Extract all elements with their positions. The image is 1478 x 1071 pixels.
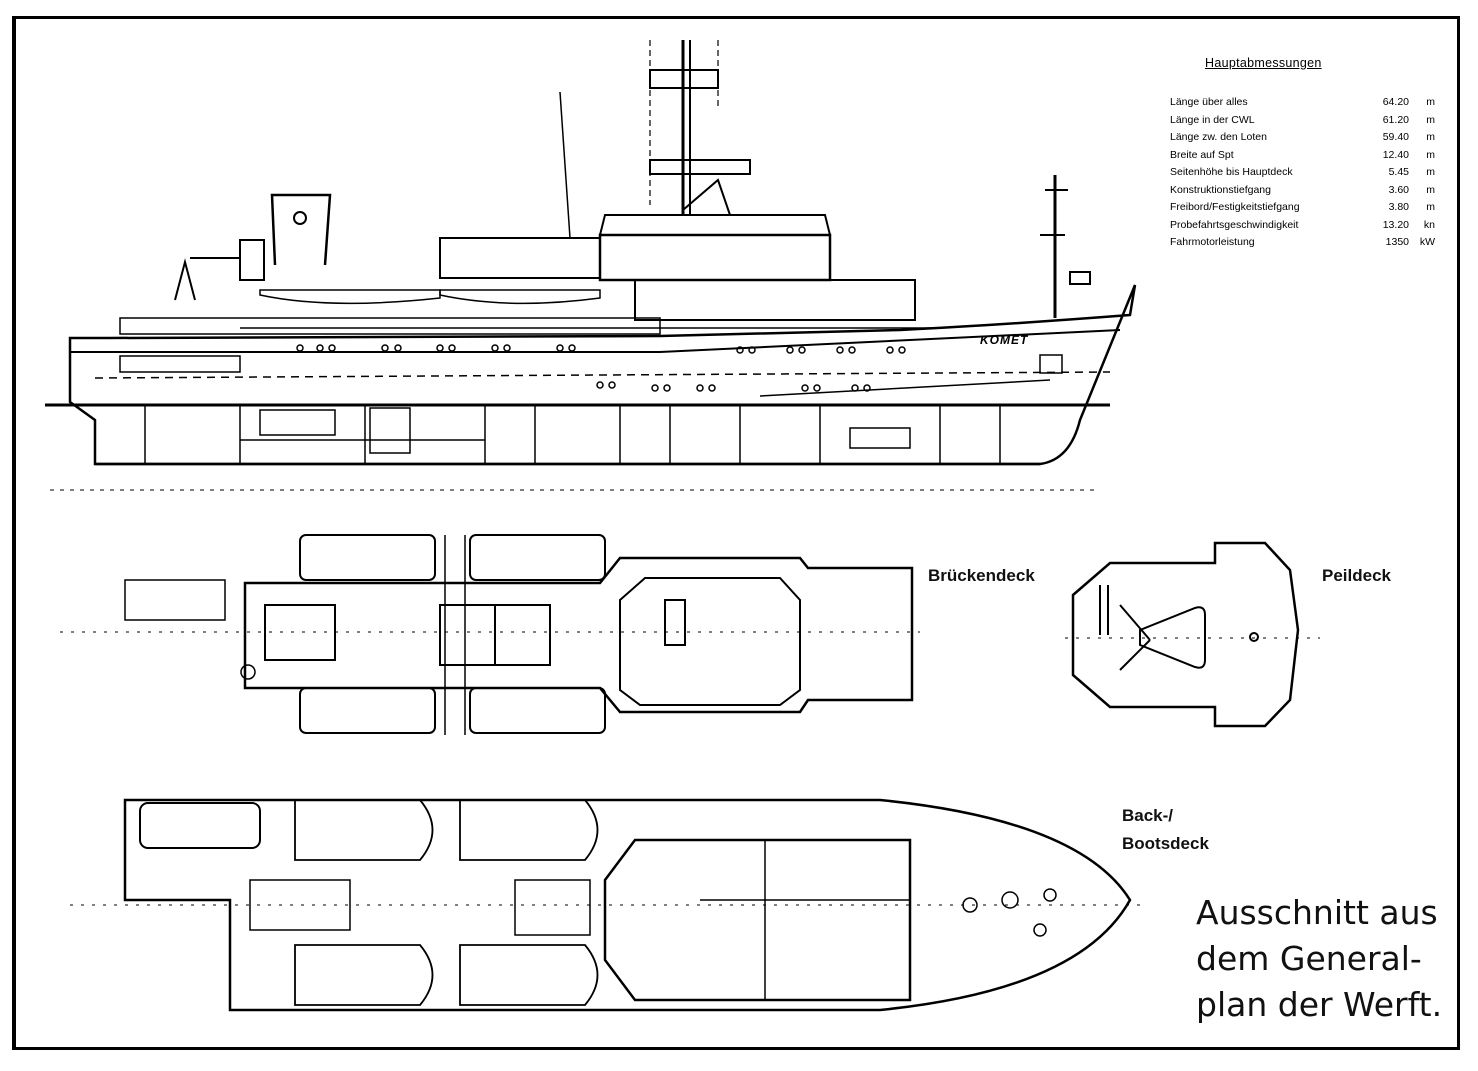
dimension-value: 5.45	[1388, 166, 1409, 178]
dimension-unit: m	[1426, 166, 1435, 178]
lifeboat-plan	[459, 944, 599, 1006]
dimension-unit: m	[1426, 113, 1435, 126]
lifeboat-plan	[469, 534, 606, 581]
bridge-deck-label: Brückendeck	[928, 566, 1035, 585]
caption-line: plan der Werft.	[1196, 985, 1443, 1024]
lifeboat-plan	[459, 799, 599, 861]
dimension-label: Probefahrtsgeschwindigkeit	[1170, 218, 1299, 231]
dimension-unit: m	[1426, 96, 1435, 108]
dimension-value: 3.60	[1388, 183, 1409, 196]
lifeboat-plan	[139, 802, 261, 849]
lifeboat-profile	[259, 289, 441, 305]
dimension-unit: m	[1426, 131, 1435, 143]
dimension-row: Länge in der CWL 61.20 m	[1170, 112, 1435, 130]
dimension-unit: kn	[1423, 218, 1435, 231]
lifeboat-plan	[299, 687, 436, 734]
lifeboat-plan	[294, 799, 434, 861]
dimension-unit: m	[1426, 201, 1435, 213]
caption-line: Ausschnitt aus	[1196, 893, 1438, 932]
compass-deck-plan	[1065, 541, 1320, 728]
ship-name: KOMET	[980, 333, 1029, 347]
boat-deck-plan	[70, 798, 1140, 1012]
dimension-value: 1350	[1385, 236, 1409, 248]
dimension-value: 59.40	[1382, 131, 1409, 143]
dimension-label: Konstruktionstiefgang	[1170, 183, 1271, 196]
dimension-label: Seitenhöhe bis Hauptdeck	[1170, 166, 1293, 178]
bridge-deck-plan	[60, 534, 920, 735]
caption: Ausschnitt aus dem General- plan der Wer…	[1196, 890, 1442, 1028]
dimension-row: Länge zw. den Loten 59.40 m	[1170, 129, 1435, 147]
dimension-unit: m	[1426, 183, 1435, 196]
lifeboat-plan	[294, 944, 434, 1006]
main-dimensions-title: Hauptabmessungen	[1205, 56, 1322, 70]
compass-deck-label: Peildeck	[1322, 566, 1391, 585]
dimension-label: Freibord/Festigkeitstiefgang	[1170, 201, 1300, 213]
lifeboat-profile	[439, 289, 601, 305]
dimension-label: Länge zw. den Loten	[1170, 131, 1267, 143]
dimension-value: 12.40	[1382, 148, 1409, 161]
dimension-row: Länge über alles 64.20 m	[1170, 94, 1435, 112]
dimension-unit: kW	[1419, 236, 1435, 248]
portholes	[296, 344, 906, 392]
dimension-row: Seitenhöhe bis Hauptdeck 5.45 m	[1170, 164, 1435, 182]
wheelhouse	[598, 233, 832, 282]
dimension-row: Fahrmotorleistung 1350 kW	[1170, 234, 1435, 252]
caption-line: dem General-	[1196, 939, 1422, 978]
hull	[68, 284, 1137, 466]
boat-deck-label-line2: Bootsdeck	[1122, 834, 1209, 853]
dimension-row: Konstruktionstiefgang 3.60 m	[1170, 182, 1435, 200]
dimension-label: Länge über alles	[1170, 96, 1248, 108]
dimension-value: 61.20	[1382, 113, 1409, 126]
dimension-value: 13.20	[1382, 218, 1409, 231]
lifeboat-plan	[299, 534, 436, 581]
dimension-value: 3.80	[1388, 201, 1409, 213]
dimension-value: 64.20	[1382, 96, 1409, 108]
drawing-frame	[12, 16, 1460, 1050]
dimension-label: Länge in der CWL	[1170, 113, 1255, 126]
dimension-label: Breite auf Spt	[1170, 148, 1234, 161]
dimension-row: Probefahrtsgeschwindigkeit 13.20 kn	[1170, 217, 1435, 235]
main-dimensions-table: Länge über alles 64.20 m Länge in der CWL 6…	[1170, 94, 1435, 252]
lifeboat-plan	[469, 687, 606, 734]
funnel	[270, 193, 332, 266]
dimension-row: Breite auf Spt 12.40 m	[1170, 147, 1435, 165]
side-profile	[45, 40, 1137, 491]
dimension-row: Freibord/Festigkeitstiefgang 3.80 m	[1170, 199, 1435, 217]
boat-deck-label-line1: Back-/	[1122, 806, 1174, 825]
dimension-label: Fahrmotorleistung	[1170, 236, 1255, 248]
dimension-unit: m	[1426, 148, 1435, 161]
